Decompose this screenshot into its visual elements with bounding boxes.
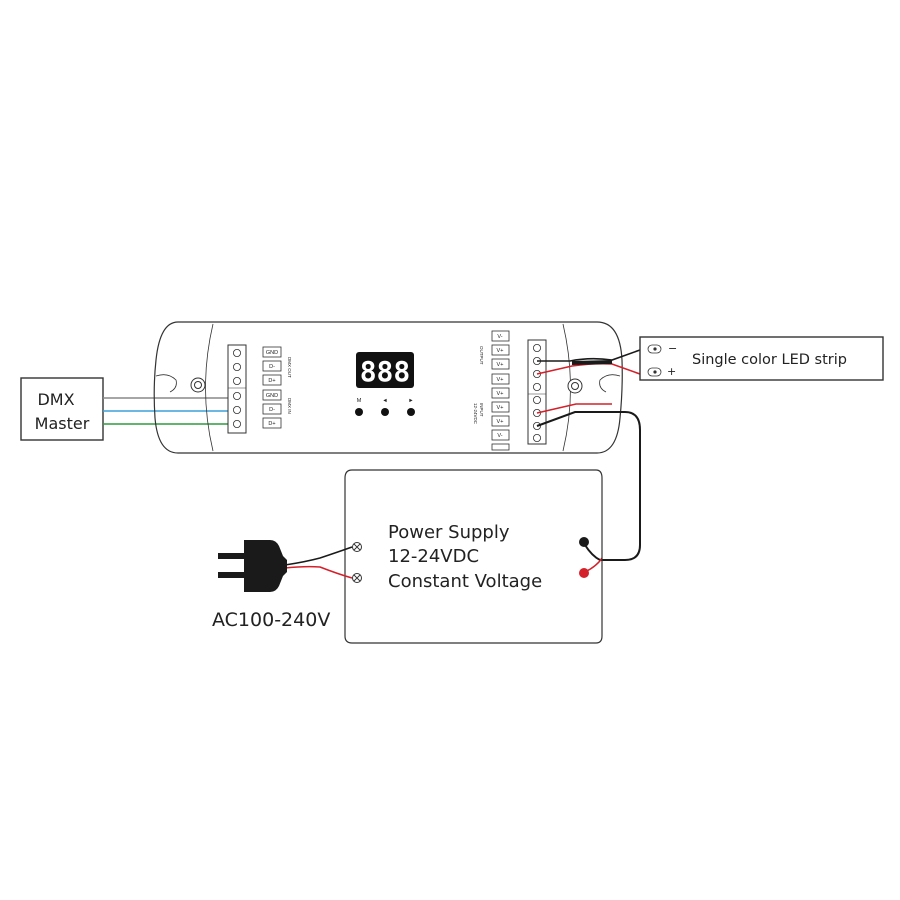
dc-wire-black	[536, 411, 641, 561]
power-supply-label-line3: Constant Voltage	[388, 571, 542, 592]
dmx-out-label: DMX OUT	[287, 357, 292, 378]
dc-input-wires	[536, 403, 641, 573]
dc-wire-red	[536, 403, 612, 414]
plug-icon	[244, 540, 287, 592]
display-digits: 888	[360, 355, 411, 388]
dmx-pin-label: D-	[269, 407, 275, 413]
dc-terminal-negative-icon	[579, 537, 589, 547]
output-pin-label: V-	[497, 334, 502, 340]
dmx-master: DMX Master	[20, 377, 104, 441]
dmx-pin-label: D+	[268, 421, 275, 427]
mount-hole-left-icon	[190, 377, 206, 393]
led-plus-label: +	[667, 365, 676, 378]
button-m[interactable]	[355, 408, 363, 416]
output-pin-label: V+	[497, 362, 504, 368]
dmx-wires	[103, 397, 236, 425]
output-wire-sleeve	[571, 360, 613, 365]
led-minus-label: −	[668, 342, 677, 355]
dmx-master-label-line2: Master	[35, 414, 90, 433]
power-supply-label-line2: 12-24VDC	[388, 546, 479, 567]
dmx-pin-label: D-	[269, 364, 275, 370]
dmx-in-label: DMX IN	[287, 398, 292, 414]
led-output-wires	[536, 349, 641, 375]
dmx-master-label-line1: DMX	[37, 390, 74, 409]
button-m-label: M	[357, 398, 362, 404]
ac-wire-red	[284, 565, 353, 579]
output-wire-red	[536, 362, 641, 375]
dmx-terminal-block	[227, 344, 247, 434]
button-left[interactable]	[381, 408, 389, 416]
ac-input-label: AC100-240V	[212, 609, 330, 631]
output-pin-label: V+	[497, 348, 504, 354]
power-supply: Power Supply 12-24VDC Constant Voltage	[344, 469, 603, 644]
dmx-pin-label: GND	[266, 350, 278, 356]
output-label: OUTPUT	[479, 346, 484, 365]
mount-hole-right-icon	[567, 378, 583, 394]
led-strip-label: Single color LED strip	[692, 352, 847, 368]
dc-terminal-positive-icon	[579, 568, 589, 578]
dmx-pin-label: GND	[266, 393, 278, 399]
button-right[interactable]	[407, 408, 415, 416]
ac-wire-black	[284, 546, 353, 566]
seven-segment-display: 888	[356, 352, 414, 388]
led-strip: − + Single color LED strip	[639, 336, 884, 381]
ac-plug: AC100-240V	[212, 540, 353, 631]
control-buttons: M ◄ ►	[355, 398, 415, 416]
button-left-label: ◄	[382, 398, 387, 404]
dmx-decoder-controller: GND D- D+ GND D- D+ DMX OUT DMX IN 888 M…	[153, 321, 623, 454]
input-pin-label: V-	[497, 433, 502, 439]
output-wire-black	[537, 349, 641, 362]
button-right-label: ►	[408, 398, 413, 404]
power-supply-label-line1: Power Supply	[388, 522, 510, 543]
input-label: INPUT	[479, 403, 484, 417]
input-pin-label: V+	[497, 419, 504, 425]
output-pin-label: V+	[497, 391, 504, 397]
dmx-pin-labels: GND D- D+ GND D- D+ DMX OUT DMX IN	[262, 346, 292, 429]
output-pin-label: V+	[497, 377, 504, 383]
power-terminal-block	[527, 339, 547, 445]
input-pin-label: V+	[497, 405, 504, 411]
power-pin-labels: V- V+ V+ V+ V+ V+ V+ V- OUTPUT INPUT 12-…	[473, 330, 510, 451]
dmx-pin-label: D+	[268, 378, 275, 384]
input-voltage-label: 12-24VDC	[473, 403, 478, 425]
